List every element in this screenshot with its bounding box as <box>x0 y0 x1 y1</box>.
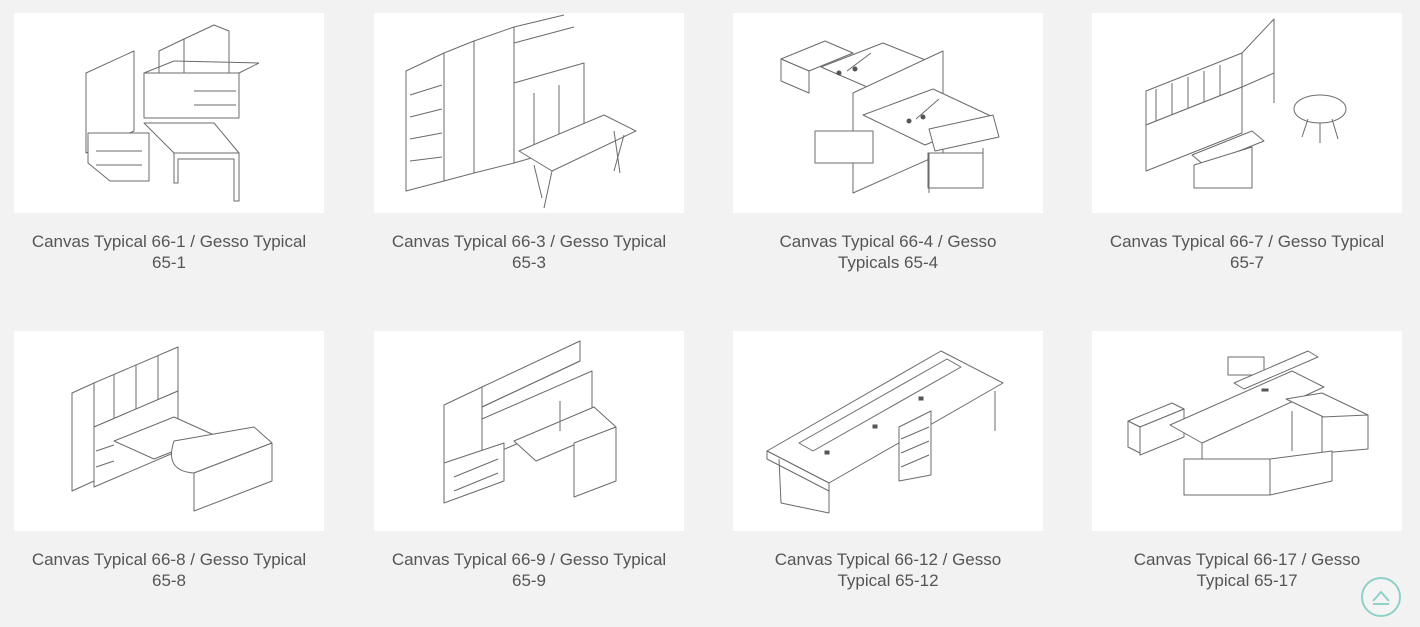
gallery-card[interactable]: Canvas Typical 66-8 / Gesso Typical 65-8 <box>14 331 324 591</box>
gallery-card[interactable]: Canvas Typical 66-17 / Gesso Typical 65-… <box>1092 331 1402 591</box>
chevron-up-icon <box>1372 590 1390 605</box>
furniture-drawing-66-4 <box>780 40 1000 194</box>
product-title[interactable]: Canvas Typical 66-17 / Gesso Typical 65-… <box>1133 550 1361 590</box>
product-title[interactable]: Canvas Typical 66-7 / Gesso Typical 65-7 <box>1109 232 1385 272</box>
gallery-card[interactable]: Canvas Typical 66-4 / Gesso Typicals 65-… <box>733 13 1043 273</box>
product-title[interactable]: Canvas Typical 66-8 / Gesso Typical 65-8 <box>31 550 307 590</box>
gallery-card[interactable]: Canvas Typical 66-9 / Gesso Typical 65-9 <box>374 331 684 591</box>
furniture-drawing-66-8 <box>71 346 273 512</box>
furniture-drawing-66-12 <box>766 350 1004 514</box>
product-thumbnail[interactable] <box>733 331 1043 531</box>
product-title[interactable]: Canvas Typical 66-1 / Gesso Typical 65-1 <box>31 232 307 272</box>
product-title[interactable]: Canvas Typical 66-4 / Gesso Typicals 65-… <box>779 232 997 272</box>
furniture-drawing-66-9 <box>443 340 617 504</box>
scroll-to-top-button[interactable] <box>1361 577 1401 617</box>
furniture-drawing-66-3 <box>405 14 637 209</box>
gallery-card[interactable]: Canvas Typical 66-12 / Gesso Typical 65-… <box>733 331 1043 591</box>
gallery-card[interactable]: Canvas Typical 66-3 / Gesso Typical 65-3 <box>374 13 684 273</box>
product-thumbnail[interactable] <box>1092 331 1402 531</box>
product-thumbnail[interactable] <box>374 331 684 531</box>
product-title[interactable]: Canvas Typical 66-3 / Gesso Typical 65-3 <box>391 232 667 272</box>
furniture-drawing-66-7 <box>1145 18 1347 189</box>
product-thumbnail[interactable] <box>374 13 684 213</box>
furniture-drawing-66-17 <box>1127 350 1369 496</box>
product-title[interactable]: Canvas Typical 66-12 / Gesso Typical 65-… <box>774 550 1002 590</box>
product-thumbnail[interactable] <box>733 13 1043 213</box>
gallery-card[interactable]: Canvas Typical 66-1 / Gesso Typical 65-1 <box>14 13 324 273</box>
product-thumbnail[interactable] <box>14 13 324 213</box>
product-thumbnail[interactable] <box>1092 13 1402 213</box>
gallery-card[interactable]: Canvas Typical 66-7 / Gesso Typical 65-7 <box>1092 13 1402 273</box>
product-title[interactable]: Canvas Typical 66-9 / Gesso Typical 65-9 <box>391 550 667 590</box>
product-thumbnail[interactable] <box>14 331 324 531</box>
furniture-drawing-66-1 <box>85 24 260 202</box>
